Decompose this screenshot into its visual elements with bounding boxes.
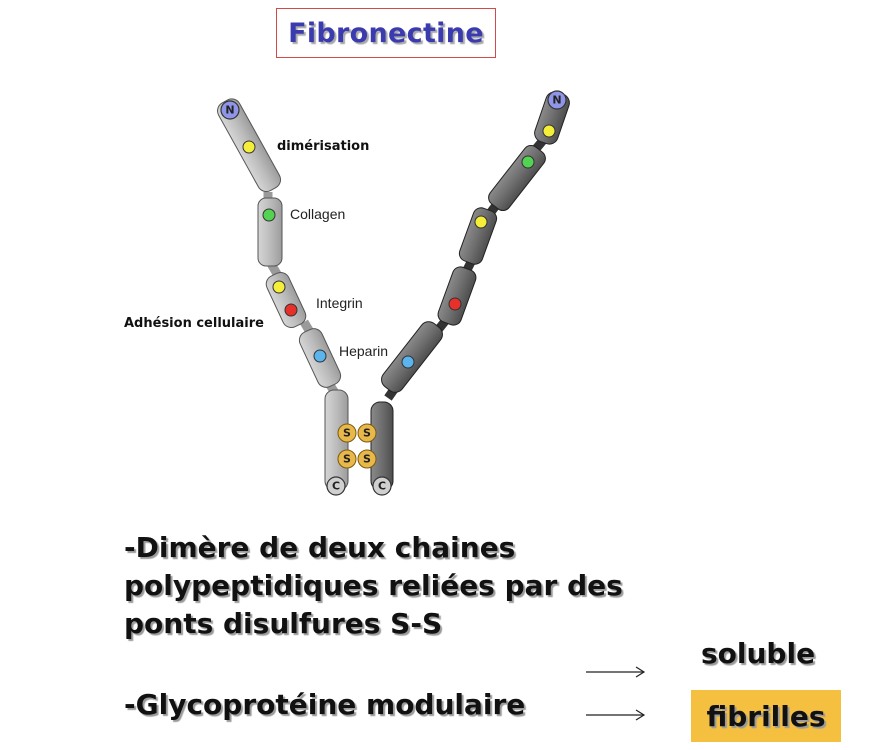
form-fibrilles: fibrilles (706, 699, 826, 733)
ss-bond-1b-label: S (363, 427, 371, 440)
left-integrin-site (284, 303, 298, 317)
label-adhesion: Adhésion cellulaire (124, 316, 264, 331)
left-c-label: C (332, 480, 340, 493)
ss-bond-1a-label: S (343, 427, 351, 440)
form-soluble: soluble (701, 637, 816, 670)
ss-bond-2b-label: S (363, 453, 371, 466)
left-segment-collagen (257, 197, 283, 267)
text-line-3: ponts disulfures S-S (124, 607, 443, 640)
label-collagen: Collagen (290, 206, 345, 222)
arrow-right-icon-fibrilles (586, 709, 646, 721)
title: Fibronectine (288, 17, 484, 49)
disulfide-bonds: S S S S (337, 423, 377, 469)
right-yellow-site-2 (474, 215, 488, 229)
right-red-site (448, 297, 462, 311)
left-n-terminal (220, 100, 240, 120)
right-green-site (521, 155, 535, 169)
title-box: Fibronectine (276, 8, 496, 58)
right-blue-site (401, 355, 415, 369)
ss-bond-2a-label: S (343, 453, 351, 466)
description-dimer: -Dimère de deux chaines polypeptidiques … (124, 529, 623, 643)
right-segment-2 (488, 144, 546, 212)
right-c-terminal (372, 476, 392, 496)
text-line-2: polypeptidiques reliées par des (124, 569, 623, 602)
right-n-terminal (547, 90, 567, 110)
ss-bond-2a (337, 449, 357, 469)
right-chain: N C (370, 90, 570, 496)
arrow-right-icon-soluble (586, 666, 646, 678)
right-segment-4 (437, 266, 477, 326)
right-segment-3 (458, 207, 498, 265)
left-n-label: N (225, 104, 234, 117)
ss-bond-1b (357, 423, 377, 443)
left-yellow-site (272, 280, 286, 294)
right-c-label: C (378, 480, 386, 493)
label-dimerisation: dimérisation (277, 139, 369, 154)
ss-bond-1a (337, 423, 357, 443)
ss-bond-2b (357, 449, 377, 469)
left-collagen-site (262, 208, 276, 222)
label-heparin: Heparin (339, 343, 388, 359)
left-c-terminal (326, 476, 346, 496)
right-yellow-site-1 (542, 124, 556, 138)
right-n-label: N (552, 94, 561, 107)
left-dimerisation-site (242, 140, 256, 154)
left-heparin-site (313, 349, 327, 363)
label-integrin: Integrin (316, 295, 363, 311)
left-segment-integrin (265, 272, 307, 328)
form-fibrilles-box: fibrilles (691, 690, 841, 742)
text-line-1: -Dimère de deux chaines (124, 531, 516, 564)
text-line-4: -Glycoprotéine modulaire (124, 688, 526, 721)
fibronectin-diagram: N C (124, 90, 570, 496)
